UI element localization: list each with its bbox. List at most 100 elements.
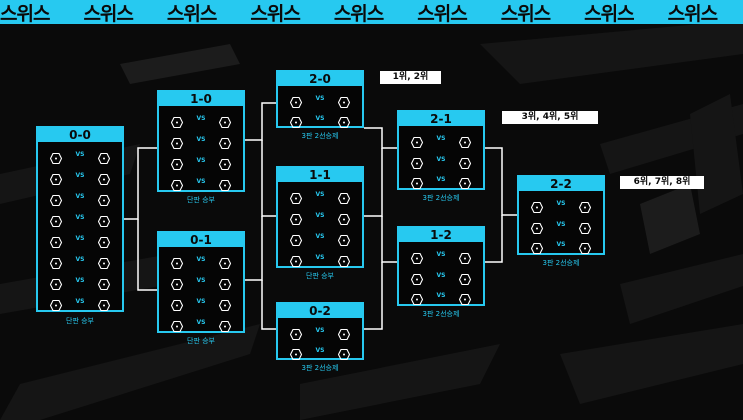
hexagon-team-icon <box>578 239 592 255</box>
vs-label: VS <box>315 346 325 354</box>
vs-label: VS <box>436 292 446 300</box>
match-row: VS <box>159 270 243 292</box>
match-row: VS <box>278 107 362 129</box>
group-title: 2-0 <box>278 72 362 86</box>
match-row: VS <box>38 165 122 187</box>
match-row: VS <box>159 129 243 151</box>
vs-label: VS <box>196 256 206 263</box>
group-title: 1-1 <box>278 168 362 182</box>
hexagon-team-icon <box>170 176 184 192</box>
vs-label: VS <box>196 157 206 164</box>
vs-label: VS <box>196 136 206 143</box>
hexagon-team-icon <box>337 189 351 205</box>
hexagon-team-icon <box>289 345 303 360</box>
match-row: VS <box>278 319 362 341</box>
vs-label: VS <box>436 250 446 258</box>
rank-label-2-2: 6위, 7위, 8위 <box>620 176 704 189</box>
hexagon-team-icon <box>49 254 63 270</box>
group-title: 2-2 <box>519 177 603 191</box>
match-row: VS <box>399 264 483 286</box>
match-row: VS <box>399 285 483 307</box>
hexagon-team-icon <box>97 254 111 270</box>
match-row: VS <box>399 127 483 149</box>
match-row: VS <box>519 234 603 256</box>
hexagon-team-icon <box>218 134 232 150</box>
vs-label: VS <box>196 115 206 122</box>
hexagon-team-icon <box>458 154 472 169</box>
hexagon-team-icon <box>289 93 303 108</box>
match-row: VS <box>278 226 362 248</box>
group-title: 0-1 <box>159 233 243 247</box>
group-format-caption: 3판 2선승제 <box>542 259 580 267</box>
hexagon-team-icon <box>337 231 351 247</box>
hexagon-team-icon <box>170 155 184 171</box>
banner-word: 스위스 <box>584 2 634 25</box>
match-row: VS <box>399 243 483 265</box>
group-title: 0-0 <box>38 128 122 142</box>
match-row: VS <box>519 192 603 214</box>
hexagon-team-icon <box>578 219 592 234</box>
match-row: VS <box>38 186 122 208</box>
match-row: VS <box>159 312 243 334</box>
hexagon-team-icon <box>49 275 63 291</box>
vs-label: VS <box>75 193 85 200</box>
hexagon-team-icon <box>289 325 303 340</box>
hexagon-team-icon <box>458 270 472 285</box>
match-row: VS <box>159 291 243 313</box>
vs-label: VS <box>436 271 446 279</box>
match-row: VS <box>159 249 243 271</box>
group-title: 2-1 <box>399 112 483 126</box>
group-format-caption: 3판 2선승제 <box>301 132 339 140</box>
hexagon-team-icon <box>530 239 544 255</box>
hexagon-team-icon <box>458 133 472 148</box>
match-row: VS <box>38 207 122 229</box>
vs-label: VS <box>436 155 446 163</box>
hexagon-team-icon <box>97 296 111 312</box>
banner-word: 스위스 <box>500 2 551 25</box>
hexagon-team-icon <box>170 275 184 291</box>
hexagon-team-icon <box>49 191 63 207</box>
match-row: VS <box>278 247 362 269</box>
match-row: VS <box>519 213 603 235</box>
hexagon-team-icon <box>289 113 303 128</box>
hexagon-team-icon <box>218 155 232 171</box>
hexagon-team-icon <box>337 325 351 340</box>
hexagon-team-icon <box>97 149 111 165</box>
rank-label-2-0: 1위, 2위 <box>380 71 441 84</box>
group-format-caption: 단판 승부 <box>306 272 334 280</box>
match-row: VS <box>38 270 122 292</box>
group-title: 1-0 <box>159 92 243 106</box>
hexagon-team-icon <box>578 198 592 213</box>
vs-label: VS <box>315 94 325 102</box>
hexagon-team-icon <box>289 210 303 226</box>
vs-label: VS <box>75 298 85 305</box>
group-format-caption: 단판 승부 <box>66 317 94 325</box>
banner-word: 스위스 <box>417 2 467 25</box>
match-row: VS <box>159 108 243 130</box>
hexagon-team-icon <box>218 176 232 192</box>
group-format-caption: 3판 2선승제 <box>301 364 339 372</box>
banner-word: 스위스 <box>0 2 50 25</box>
hexagon-team-icon <box>530 198 544 213</box>
hexagon-team-icon <box>97 212 111 228</box>
group-format-caption: 단판 승부 <box>187 196 215 204</box>
group-title: 1-2 <box>399 228 483 242</box>
background-pattern <box>0 24 743 420</box>
vs-label: VS <box>75 256 85 263</box>
vs-label: VS <box>196 298 206 305</box>
match-row: VS <box>38 249 122 271</box>
vs-label: VS <box>556 241 566 249</box>
banner-word: 스위스 <box>667 2 718 25</box>
group-format-caption: 3판 2선승제 <box>422 310 460 318</box>
hexagon-team-icon <box>410 270 424 285</box>
hexagon-team-icon <box>337 93 351 108</box>
